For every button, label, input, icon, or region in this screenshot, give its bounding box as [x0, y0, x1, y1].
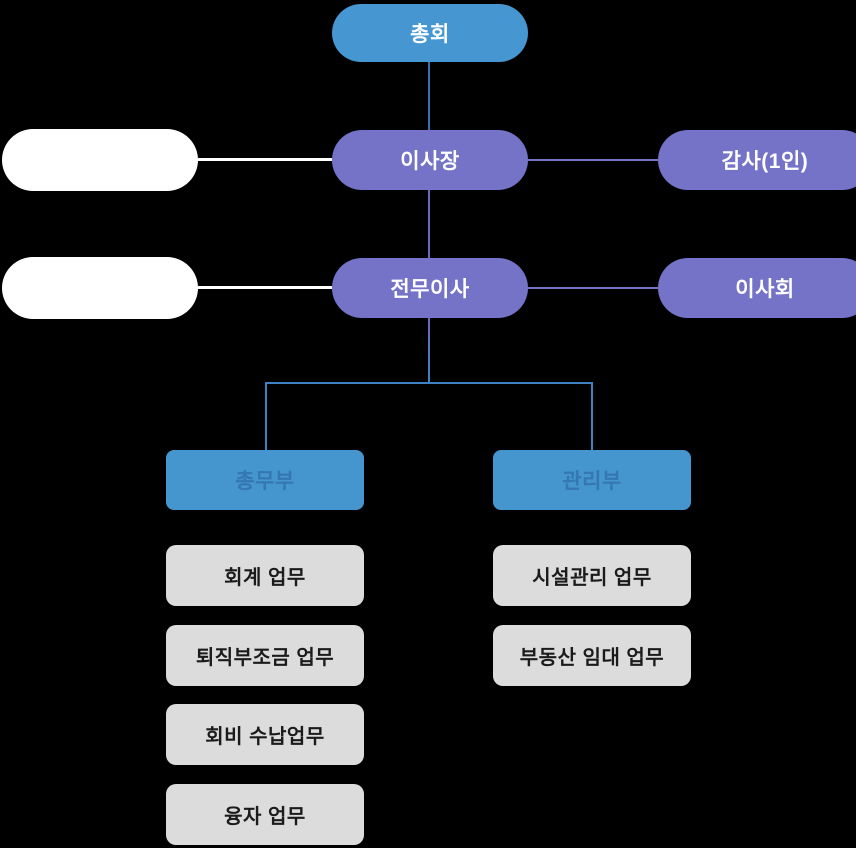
connector-chairman-auditor: [528, 159, 658, 161]
branch-horizontal-line: [265, 382, 593, 384]
task-facility-management: 시설관리 업무: [493, 545, 691, 606]
connector-exec-branch: [428, 318, 430, 382]
node-board: 이사회: [658, 258, 856, 318]
dept-general-affairs: 총무부: [166, 450, 364, 510]
dept-management: 관리부: [493, 450, 691, 510]
task-loan: 융자 업무: [166, 784, 364, 845]
node-blank-row3: [2, 257, 198, 319]
node-chairman: 이사장: [332, 130, 528, 190]
connector-chairman-exec: [428, 190, 430, 258]
branch-drop-right: [591, 382, 593, 450]
node-general-assembly: 총회: [332, 4, 528, 62]
node-blank-row2: [2, 129, 198, 191]
connector-blank-chairman: [198, 158, 332, 161]
connector-assembly-chairman: [428, 62, 430, 130]
branch-drop-left: [265, 382, 267, 450]
task-retirement-benefit: 퇴직부조금 업무: [166, 625, 364, 686]
connector-exec-board: [528, 287, 658, 289]
connector-blank-exec: [198, 286, 332, 289]
node-auditor: 감사(1인): [658, 130, 856, 190]
task-real-estate-rental: 부동산 임대 업무: [493, 625, 691, 686]
node-executive-director: 전무이사: [332, 258, 528, 318]
task-accounting: 회계 업무: [166, 545, 364, 606]
task-membership-fee: 회비 수납업무: [166, 704, 364, 765]
